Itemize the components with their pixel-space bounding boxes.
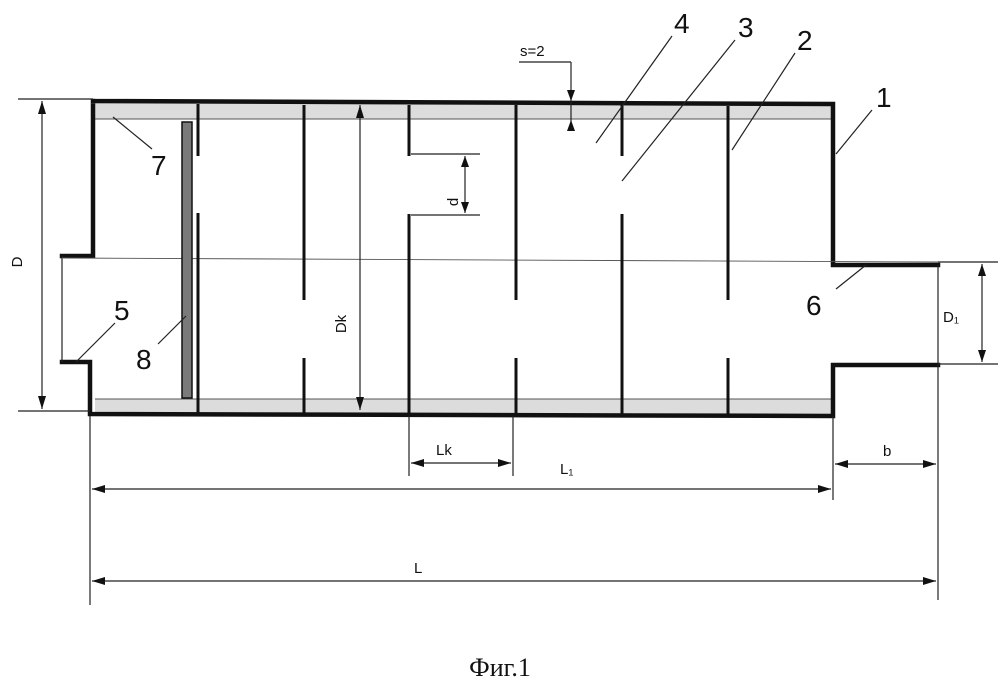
dim-d1-label: D₁ <box>943 309 959 326</box>
dim-l1-label: L₁ <box>560 461 573 478</box>
part-label-3: 3 <box>738 12 754 43</box>
dim-s-arrow-top <box>567 90 575 101</box>
dim-small-d-arrow-top <box>461 156 469 167</box>
dim-l-arrow-right <box>923 577 936 585</box>
dim-lk-arrow-right <box>498 459 511 467</box>
part-label-4: 4 <box>674 8 690 39</box>
dim-b-arrow-left <box>835 460 848 468</box>
dim-d1-arrow-bottom <box>978 350 986 362</box>
dim-l1-arrow-left <box>92 485 105 493</box>
part-label-5: 5 <box>114 295 130 326</box>
leader-1 <box>836 110 872 154</box>
dim-d1-arrow-top <box>978 264 986 276</box>
part-label-6: 6 <box>806 290 822 321</box>
dim-d-arrow-bottom <box>38 396 46 409</box>
dim-dk-label: Dk <box>333 314 350 333</box>
dim-lk-arrow-left <box>411 459 424 467</box>
center-axis <box>62 258 938 262</box>
leader-7 <box>113 117 152 149</box>
dim-d-label: D <box>9 256 26 267</box>
figure-caption: Фиг.1 <box>469 653 531 682</box>
dim-b-label: b <box>883 443 891 460</box>
part-label-7: 7 <box>151 150 167 181</box>
dim-l-label: L <box>414 560 422 577</box>
dim-small-d-arrow-bottom <box>461 202 469 213</box>
dim-d-arrow-top <box>38 101 46 114</box>
dim-lk-label: Lk <box>436 442 452 459</box>
dim-l1-arrow-right <box>818 485 831 493</box>
dim-l-arrow-left <box>92 577 105 585</box>
part-label-1: 1 <box>876 82 892 113</box>
dim-s-arrow-bottom <box>567 120 575 131</box>
dim-small-d-label: d <box>445 198 462 206</box>
insert-8 <box>182 122 192 398</box>
dim-s-label: s=2 <box>520 43 545 60</box>
leader-5 <box>76 323 115 362</box>
dim-b-arrow-right <box>923 460 936 468</box>
part-label-2: 2 <box>797 25 813 56</box>
leader-4 <box>596 36 672 143</box>
part-label-8: 8 <box>136 344 152 375</box>
leader-6 <box>836 265 866 289</box>
